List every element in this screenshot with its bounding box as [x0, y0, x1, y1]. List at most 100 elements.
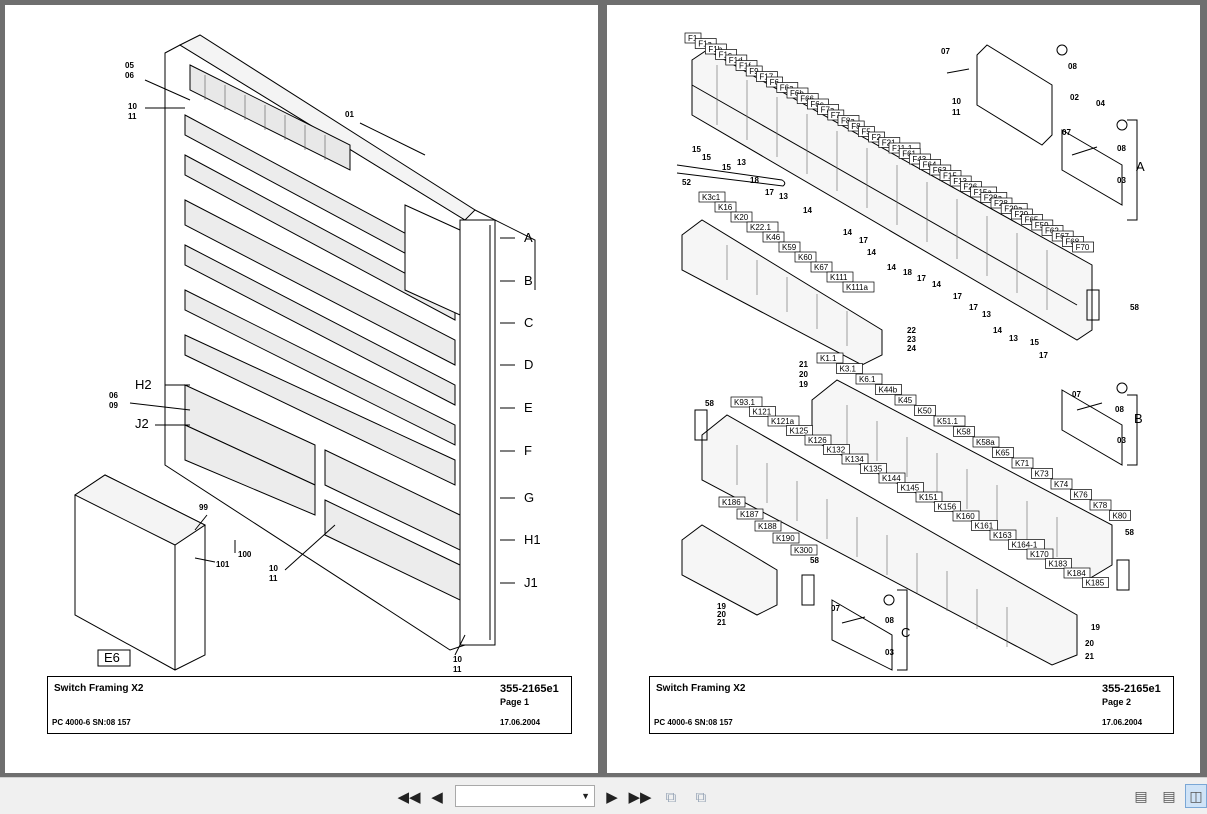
relay-top-label-box	[746, 221, 779, 233]
relay-low-label: K185	[1086, 579, 1105, 588]
relay-low-label-box	[730, 396, 763, 408]
document-page-1: 05 06 10 11 01 A B C D E F G H1 J1 H2 06…	[5, 5, 598, 773]
label-01: 01	[345, 110, 354, 119]
relay-bottom-label: K188	[758, 522, 777, 531]
label-17c: 17	[917, 274, 926, 283]
label-20a: 20	[799, 370, 808, 379]
label-101: 101	[216, 560, 230, 569]
relay-top-label-box	[730, 211, 753, 223]
relay-low-label: K144	[882, 474, 901, 483]
first-page-icon[interactable]: ◀◀	[397, 789, 421, 806]
fuse-label: F70	[1076, 243, 1090, 252]
relay-low-label: K151	[919, 493, 938, 502]
relay-bottom-label: K186	[722, 498, 741, 507]
label-99: 99	[199, 503, 208, 512]
label-15c: 15	[722, 163, 731, 172]
label-13d: 13	[1009, 334, 1018, 343]
relay-mid-label-box	[1070, 489, 1092, 500]
relay-low-label-box	[804, 434, 832, 446]
relay-low-label: K134	[845, 455, 864, 464]
label-22: 22	[907, 326, 916, 335]
label-07d: 07	[831, 604, 840, 613]
relay-low-label-box	[971, 520, 998, 531]
single-page-icon[interactable]: ▤	[1134, 787, 1148, 804]
relay-low-label: K160	[956, 512, 975, 521]
fuse-label-box	[745, 65, 763, 77]
relay-mid-label-box	[1011, 457, 1034, 469]
label-14a: 14	[803, 206, 812, 215]
last-page-icon[interactable]: ▶▶	[628, 789, 652, 806]
previous-page-icon[interactable]: ◀	[431, 789, 443, 806]
rotate-right-icon[interactable]: ⧉	[695, 788, 707, 806]
label-07a: 07	[941, 47, 950, 56]
label-G: G	[524, 490, 534, 505]
label-11b: 11	[269, 574, 278, 583]
continuous-page-icon[interactable]: ▤	[1162, 787, 1176, 804]
relay-low-label: K145	[901, 484, 920, 493]
label-H2: H2	[135, 377, 152, 392]
relay-low-label: K121a	[771, 417, 795, 426]
label-15b: 15	[702, 153, 711, 162]
fuse-label-box	[827, 109, 845, 121]
label-10: 10	[128, 102, 137, 111]
relay-bottom-label-box	[772, 532, 800, 544]
relay-top-label: K67	[814, 263, 829, 272]
label-A: A	[524, 230, 533, 245]
relay-mid-label-box	[1089, 499, 1112, 511]
relay-top-label-box	[714, 201, 737, 213]
relay-low-label: K161	[975, 522, 994, 531]
two-page-icon[interactable]: ◫	[1185, 784, 1207, 808]
drawing-date: 17.06.2004	[1102, 718, 1143, 727]
relay-top-label-box	[810, 261, 833, 273]
drawing-title: Switch Framing X2	[54, 683, 144, 694]
label-58c: 58	[1125, 528, 1134, 537]
switch-framing-drawing-page-2: F1F1aF1bF1cF1dF1fF9F17F6F6aF6bF66F6cF7aF…	[676, 32, 1145, 671]
label-17e: 17	[969, 303, 978, 312]
relay-low-label: K184	[1067, 569, 1086, 578]
relay-mid-label: K74	[1054, 480, 1069, 489]
label-15a: 15	[692, 145, 701, 154]
relay-low-label-box	[860, 463, 887, 474]
component-labels: F1F1aF1bF1cF1dF1fF9F17F6F6aF6bF66F6cF7aF…	[684, 32, 1131, 588]
relay-mid-label: K76	[1074, 491, 1089, 500]
relay-mid-label: K3.1	[840, 365, 857, 374]
fuse-label: F9	[749, 67, 759, 76]
label-11c: 11	[453, 665, 462, 674]
relay-mid-label: K6.1	[859, 375, 876, 384]
relay-mid-label: K73	[1035, 470, 1050, 479]
relay-mid-label: K65	[996, 449, 1011, 458]
machine-serial: PC 4000-6 SN:08 157	[654, 718, 733, 727]
label-08b: 08	[1117, 144, 1126, 153]
relay-top-label: K3c1	[702, 193, 721, 202]
label-15d: 15	[1030, 338, 1039, 347]
label-52: 52	[682, 178, 691, 187]
next-page-icon[interactable]: ▶	[606, 789, 618, 806]
relay-top-label-box	[842, 281, 875, 293]
relay-mid-label-box	[1050, 478, 1073, 490]
rotate-left-icon[interactable]: ⧉	[665, 788, 677, 806]
relay-top-label-box	[778, 241, 801, 253]
label-J2: J2	[135, 416, 149, 431]
relay-top-label: K59	[782, 243, 797, 252]
relay-top-label: K111a	[846, 283, 868, 292]
label-13b: 13	[779, 192, 788, 201]
viewer-toolbar: ◀◀ ◀ ▼ ▶ ▶▶ ⧉ ⧉ ▤ ▤ ◫	[0, 777, 1207, 814]
label-B: B	[524, 273, 533, 288]
fuse-label: F1f	[739, 62, 751, 71]
relay-mid-label-box	[836, 363, 863, 374]
label-05: 05	[125, 61, 134, 70]
label-24: 24	[907, 344, 916, 353]
label-13a: 13	[737, 158, 746, 167]
fuse-label: F6c	[810, 100, 823, 109]
relay-bottom-label: K190	[776, 534, 795, 543]
relay-top-label-box	[698, 191, 726, 203]
page-select[interactable]: ▼	[455, 785, 595, 807]
label-11: 11	[128, 112, 137, 121]
relay-mid-label-box	[992, 447, 1014, 458]
relay-mid-label: K51.1	[937, 417, 958, 426]
relay-mid-label-box	[1109, 510, 1131, 521]
label-03c: 03	[885, 648, 894, 657]
relay-low-label-box	[934, 501, 961, 512]
relay-low-label: K126	[808, 436, 827, 445]
fuse-label: F7	[831, 111, 841, 120]
